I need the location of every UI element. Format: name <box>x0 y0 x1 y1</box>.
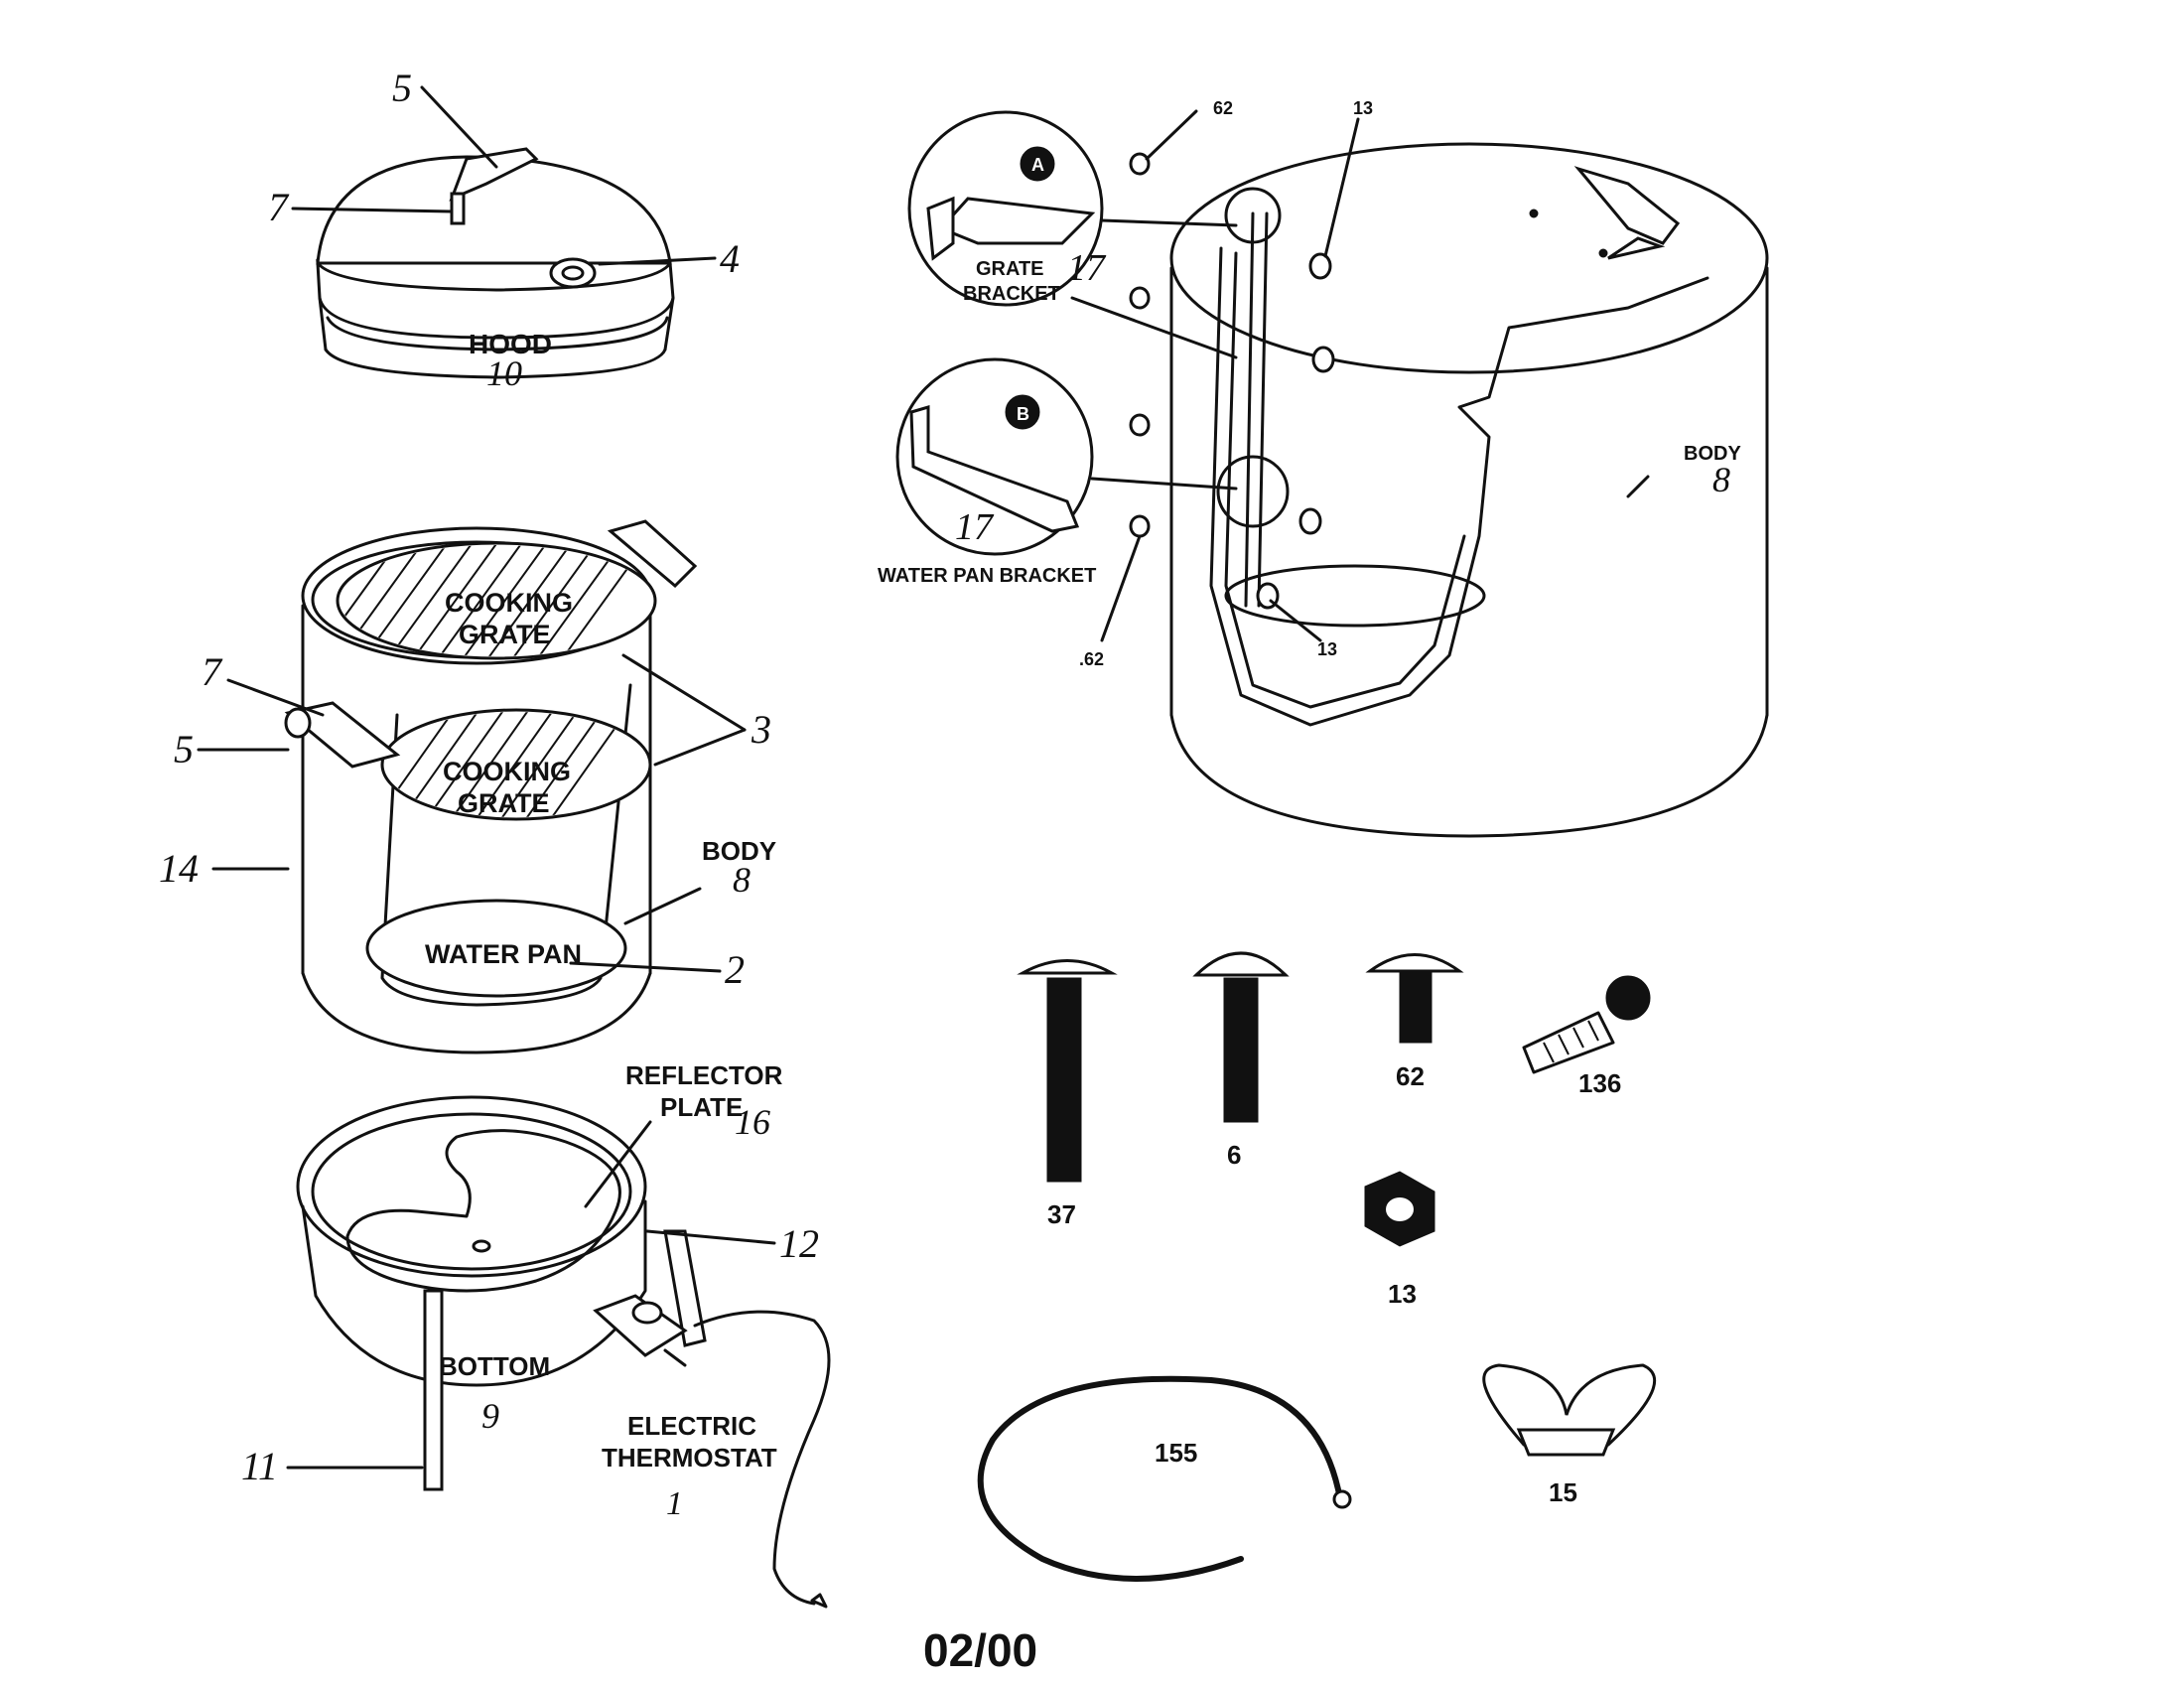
callout-62-top: 62 <box>1213 98 1233 118</box>
wing-nut-icon <box>1482 1363 1657 1457</box>
cooking-grate-label-1b: GRATE <box>459 620 551 649</box>
callout-12: 12 <box>779 1221 819 1266</box>
vent-icon <box>549 257 597 289</box>
detail-a-label: A <box>1031 155 1044 175</box>
hardware-label-62: 62 <box>1396 1061 1425 1091</box>
body-right <box>1169 142 1769 838</box>
heating-element <box>345 1129 621 1293</box>
grate-bracket-label-a: GRATE <box>976 258 1044 280</box>
callout-13-bottom: 13 <box>1317 639 1337 659</box>
callout-17-a: 17 <box>1067 247 1107 289</box>
callout-10: 10 <box>486 353 522 393</box>
callout-5-hood: 5 <box>392 66 412 110</box>
callout-4: 4 <box>720 236 740 281</box>
thermostat-label-b: THERMOSTAT <box>602 1443 777 1473</box>
callout-1: 1 <box>666 1485 683 1522</box>
power-cord <box>693 1310 831 1606</box>
body-label-left: BODY <box>702 836 776 866</box>
callout-2: 2 <box>725 947 745 992</box>
hardware-label-6: 6 <box>1227 1140 1241 1170</box>
water-pan-label: WATER PAN <box>425 939 582 969</box>
reflector-label-a: REFLECTOR <box>625 1060 783 1090</box>
detail-b-label: B <box>1017 404 1029 424</box>
body-handle <box>284 701 401 769</box>
keps-nut-icon <box>1364 1171 1435 1247</box>
bottom-label: BOTTOM <box>439 1351 550 1381</box>
hood-handle-bracket <box>450 192 466 225</box>
cooking-grate-label-1a: COOKING <box>445 588 573 618</box>
callout-9: 9 <box>481 1396 499 1436</box>
detail-a <box>907 110 1282 359</box>
leader-lines <box>197 85 1650 1470</box>
hardware-label-155: 155 <box>1155 1438 1197 1468</box>
callout-7-body: 7 <box>202 649 223 694</box>
thermostat-label-a: ELECTRIC <box>627 1411 756 1441</box>
cooking-grate-label-2a: COOKING <box>443 757 571 786</box>
hardware-label-15: 15 <box>1549 1477 1577 1507</box>
hood-label-group: HOOD 10 <box>469 329 552 393</box>
hardware-label-13: 13 <box>1388 1279 1417 1309</box>
callout-3: 3 <box>751 707 771 752</box>
callout-62-bottom: .62 <box>1079 649 1104 669</box>
carriage-bolt-icon <box>1192 951 1290 1123</box>
hood-handle <box>449 147 539 202</box>
callout-13-top: 13 <box>1353 98 1373 118</box>
callout-7-hood: 7 <box>268 185 290 229</box>
callout-5-body: 5 <box>174 727 194 772</box>
hood-label: HOOD <box>469 329 552 359</box>
tap-screw-icon <box>1522 975 1651 1074</box>
bottom-pan <box>296 1095 831 1609</box>
callout-14: 14 <box>159 846 199 891</box>
thermostat-icon <box>593 1294 688 1357</box>
date-code: 02/00 <box>923 1624 1037 1676</box>
hood <box>316 147 675 379</box>
callout-17-b: 17 <box>955 506 995 548</box>
callout-16: 16 <box>735 1102 770 1142</box>
hardware-label-37: 37 <box>1047 1199 1076 1229</box>
reflector-label-b: PLATE <box>660 1092 743 1122</box>
cooking-grate-label-2b: GRATE <box>458 788 550 818</box>
detail-b <box>895 357 1290 556</box>
hardware-label-136: 136 <box>1578 1068 1621 1098</box>
callout-8-left: 8 <box>733 860 751 900</box>
screw-short-icon <box>1365 953 1464 1044</box>
cord-wrap-icon <box>977 1375 1352 1582</box>
callout-11: 11 <box>241 1444 278 1488</box>
body-label-right: BODY <box>1684 443 1741 465</box>
grate-bracket-label-b: BRACKET <box>963 283 1060 305</box>
leg <box>423 1289 444 1491</box>
water-pan-bracket-label: WATER PAN BRACKET <box>878 565 1096 587</box>
callout-8-right: 8 <box>1712 460 1730 499</box>
water-pan <box>365 899 627 998</box>
bolt-long-icon <box>1017 959 1118 1183</box>
leg <box>663 1229 707 1347</box>
